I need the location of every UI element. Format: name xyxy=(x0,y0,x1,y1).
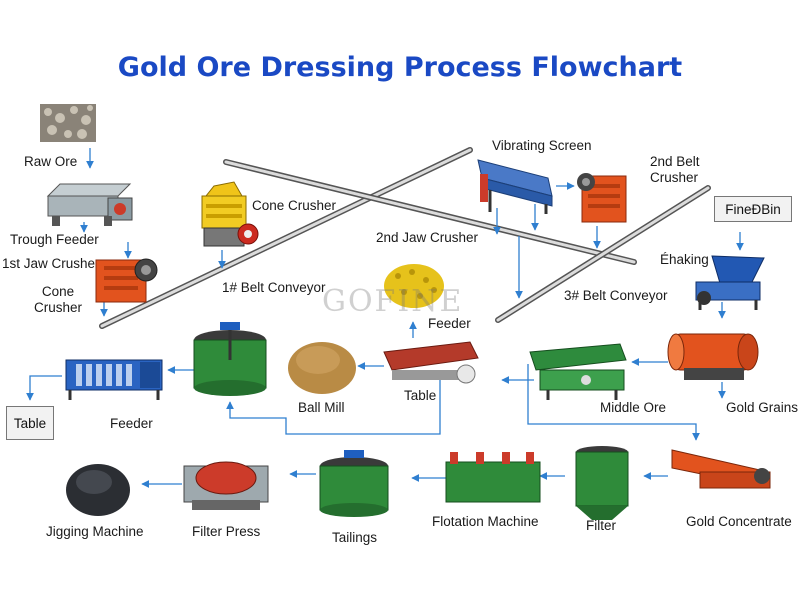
middle-ore-table-image xyxy=(529,343,627,400)
jaw-crusher-2-image xyxy=(577,173,627,223)
gold-grains-pile xyxy=(384,264,444,308)
label-trough-feeder: Trough Feeder xyxy=(10,232,99,247)
spiral-classifier-image xyxy=(671,449,771,489)
filter-press-drum-image xyxy=(183,461,269,510)
tailings-tank-image xyxy=(319,450,389,517)
raw-ore-image xyxy=(40,104,96,142)
page-title: Gold Ore Dressing Process Flowchart xyxy=(117,52,683,83)
label-gold-concentrate: Gold Concentrate xyxy=(686,514,792,529)
label-vibrating-screen: Vibrating Screen xyxy=(492,138,592,153)
label-filter: Filter xyxy=(586,518,616,533)
label-ball-mill: Ball Mill xyxy=(298,400,345,415)
label-raw-ore: Raw Ore xyxy=(24,154,78,169)
label-filter-press: Filter Press xyxy=(192,524,261,539)
filter-tank-image xyxy=(575,446,629,520)
label-middle-ore: Middle Ore xyxy=(600,400,667,415)
label-shaking: Éhaking xyxy=(660,252,709,267)
label-cone-crusher-left: Cone Crusher xyxy=(34,284,83,315)
label-cone-crusher-top: Cone Crusher xyxy=(252,198,337,213)
jaw-crusher-1-image xyxy=(95,258,158,303)
belt-conveyors xyxy=(99,147,711,329)
label-table-mid: Table xyxy=(404,388,437,403)
trough-feeder-image xyxy=(46,183,133,226)
label-belt-conveyor-1: 1# Belt Conveyor xyxy=(222,280,326,295)
filter-press-image-left xyxy=(65,359,163,400)
agitation-tank-top-image xyxy=(193,322,267,396)
label-gold-grains: Gold Grains xyxy=(726,400,799,415)
label-feeder-top: Feeder xyxy=(428,316,471,331)
label-belt-2-crusher: 2nd Belt Crusher xyxy=(650,154,700,185)
label-flotation-machine: Flotation Machine xyxy=(432,514,539,529)
label-belt-conveyor-3: 3# Belt Conveyor xyxy=(564,288,668,303)
fine-bin-image xyxy=(695,255,765,310)
watermark: GOFINE xyxy=(322,284,464,319)
ball-mill-powder-pile xyxy=(288,342,356,394)
ball-mill-machine-image xyxy=(667,333,759,380)
label-jaw-crusher-1: 1st Jaw Crushe xyxy=(2,256,96,271)
label-tailings: Tailings xyxy=(332,530,378,545)
label-jaw-crusher-2: 2nd Jaw Crusher xyxy=(376,230,479,245)
label-fine-bin: FineƉBin xyxy=(714,196,792,222)
cone-crusher-image xyxy=(201,181,259,247)
label-feeder-left: Feeder xyxy=(110,416,153,431)
label-table-box: Table xyxy=(6,406,54,440)
vibrating-screen-image xyxy=(477,159,553,214)
flow-arrows xyxy=(26,148,744,488)
shaking-table-image xyxy=(383,341,479,384)
label-jigging-machine: Jigging Machine xyxy=(46,524,144,539)
jigging-concentrate-pile xyxy=(66,464,130,516)
flotation-machine-image xyxy=(445,452,541,503)
